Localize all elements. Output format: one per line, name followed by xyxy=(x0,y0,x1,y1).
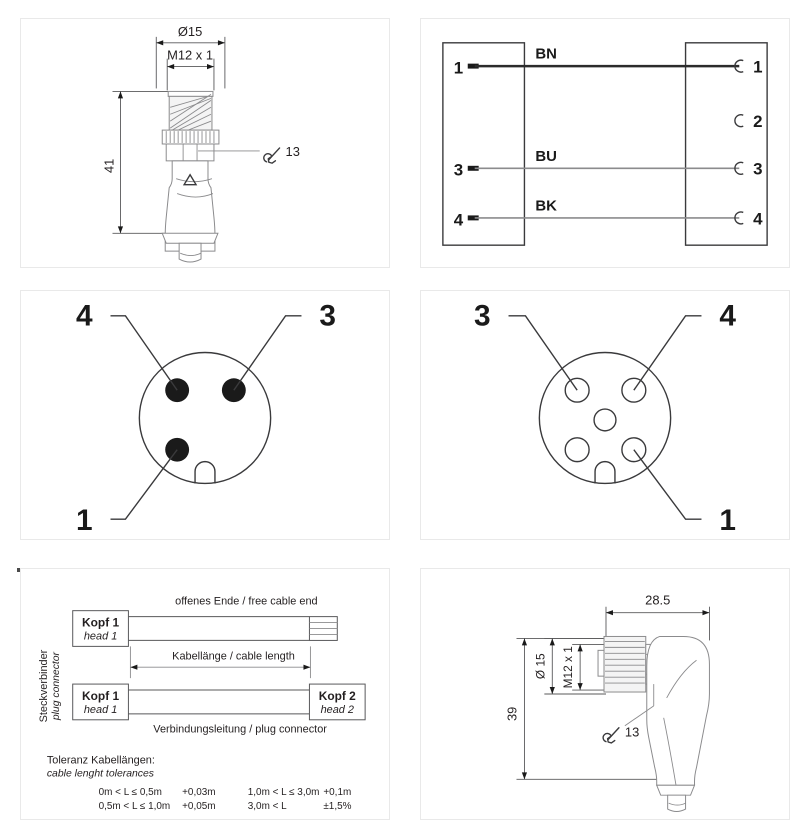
wrench-icon xyxy=(263,147,281,164)
dim-thread: M12 x 1 xyxy=(561,646,575,689)
label-free-cable-end: offenes Ende / free cable end xyxy=(175,596,317,608)
wiring-schematic: 1 BN 1 2 3 BU 3 xyxy=(442,42,768,246)
tolerance-range-3: 1,0m < L ≤ 3,0m xyxy=(248,787,320,798)
wire-label-bk: BK xyxy=(535,198,557,214)
male-pinout-drawing: 4 3 1 xyxy=(76,300,336,537)
socket-4 xyxy=(621,377,647,403)
pin-1 xyxy=(165,437,190,462)
dim-width: 28.5 xyxy=(645,593,670,608)
tolerance-range-4: 3,0m < L xyxy=(248,801,287,812)
tolerance-range-1: 0m < L ≤ 0,5m xyxy=(99,787,162,798)
socket-2 xyxy=(564,437,590,463)
dim-wrench-size: 13 xyxy=(286,144,300,159)
label-plug-connector-en: plug connector xyxy=(51,651,62,721)
panel-cable-length: Steckverbinder plug connector Kopf 1 hea… xyxy=(20,568,390,820)
socket-symbol-1 xyxy=(734,59,744,73)
socket-symbol-3 xyxy=(734,161,744,175)
tolerance-title-de: Toleranz Kabellängen: xyxy=(47,754,155,766)
panel-angled-connector: 28.5 39 Ø 15 M12 x 1 xyxy=(420,568,790,820)
dim-wrench-size: 13 xyxy=(625,725,639,740)
stray-mark xyxy=(17,568,21,572)
dim-length: 41 xyxy=(101,159,116,173)
pinout-label-1: 1 xyxy=(76,504,93,537)
pin-4 xyxy=(165,378,190,403)
female-pinout-drawing: 3 4 1 xyxy=(474,300,736,537)
right-pin-number-2: 2 xyxy=(753,112,762,131)
tolerance-value-4: ±1,5% xyxy=(323,801,351,812)
left-pin-number-3: 3 xyxy=(454,161,463,180)
head1-label-de-row1: Kopf 1 xyxy=(82,616,119,630)
panel-pinout-male: 4 3 1 xyxy=(20,290,390,540)
wire-label-bn: BN xyxy=(535,47,557,63)
panel-pinout-female: 3 4 1 xyxy=(420,290,790,540)
dim-outer-diameter: Ø 15 xyxy=(533,653,547,679)
dim-height: 39 xyxy=(504,707,519,721)
dim-thread: M12 x 1 xyxy=(167,48,213,63)
pinout-label-3: 3 xyxy=(474,300,491,333)
panel-straight-connector: Ø15 M12 x 1 41 xyxy=(20,18,390,268)
head2-label-de: Kopf 2 xyxy=(319,689,356,703)
socket-center xyxy=(593,408,617,432)
panel-wiring-diagram: 1 BN 1 2 3 BU 3 xyxy=(420,18,790,268)
tolerance-range-2: 0,5m < L ≤ 1,0m xyxy=(99,801,171,812)
wire-row-3: 3 BU 3 xyxy=(454,149,763,180)
right-pin-number-1: 1 xyxy=(753,58,762,77)
label-cable-length: Kabellänge / cable length xyxy=(172,650,295,662)
straight-connector-drawing: Ø15 M12 x 1 41 xyxy=(101,24,300,263)
left-pin-number-1: 1 xyxy=(454,59,463,78)
right-pin-number-3: 3 xyxy=(753,160,762,179)
cable-length-diagram: Steckverbinder plug connector Kopf 1 hea… xyxy=(38,596,366,812)
wire-row-2: 2 xyxy=(734,112,763,131)
head2-label-en: head 2 xyxy=(321,704,354,716)
tolerance-title-en: cable lenght tolerances xyxy=(47,768,154,779)
right-pin-number-4: 4 xyxy=(753,209,763,228)
pinout-label-4: 4 xyxy=(76,300,93,333)
left-pin-number-4: 4 xyxy=(454,210,464,229)
wire-row-4: 4 BK 4 xyxy=(454,198,763,229)
socket-1 xyxy=(621,437,647,463)
wire-row-1: 1 BN 1 xyxy=(454,47,763,78)
pinout-label-4: 4 xyxy=(719,300,736,333)
tolerance-value-2: +0,05m xyxy=(182,801,215,812)
angled-connector-drawing: 28.5 39 Ø 15 M12 x 1 xyxy=(504,593,710,813)
head1-label-en-row1: head 1 xyxy=(84,630,117,642)
wire-label-bu: BU xyxy=(535,149,557,165)
dim-outer-diameter: Ø15 xyxy=(178,24,202,39)
tolerance-value-3: +0,1m xyxy=(323,787,351,798)
label-plug-connector-de: Steckverbinder xyxy=(38,649,50,722)
tolerance-value-1: +0,03m xyxy=(182,787,215,798)
wrench-icon xyxy=(602,727,620,744)
pinout-label-1: 1 xyxy=(719,504,736,537)
pinout-label-3: 3 xyxy=(319,300,336,333)
socket-3 xyxy=(564,377,590,403)
head1-label-de-row2: Kopf 1 xyxy=(82,689,119,703)
head1-label-en-row2: head 1 xyxy=(84,704,117,716)
label-connection-cable: Verbindungsleitung / plug connector xyxy=(153,724,327,736)
socket-symbol-4 xyxy=(734,211,744,225)
socket-symbol-2 xyxy=(734,114,744,128)
pin-3 xyxy=(221,378,246,403)
